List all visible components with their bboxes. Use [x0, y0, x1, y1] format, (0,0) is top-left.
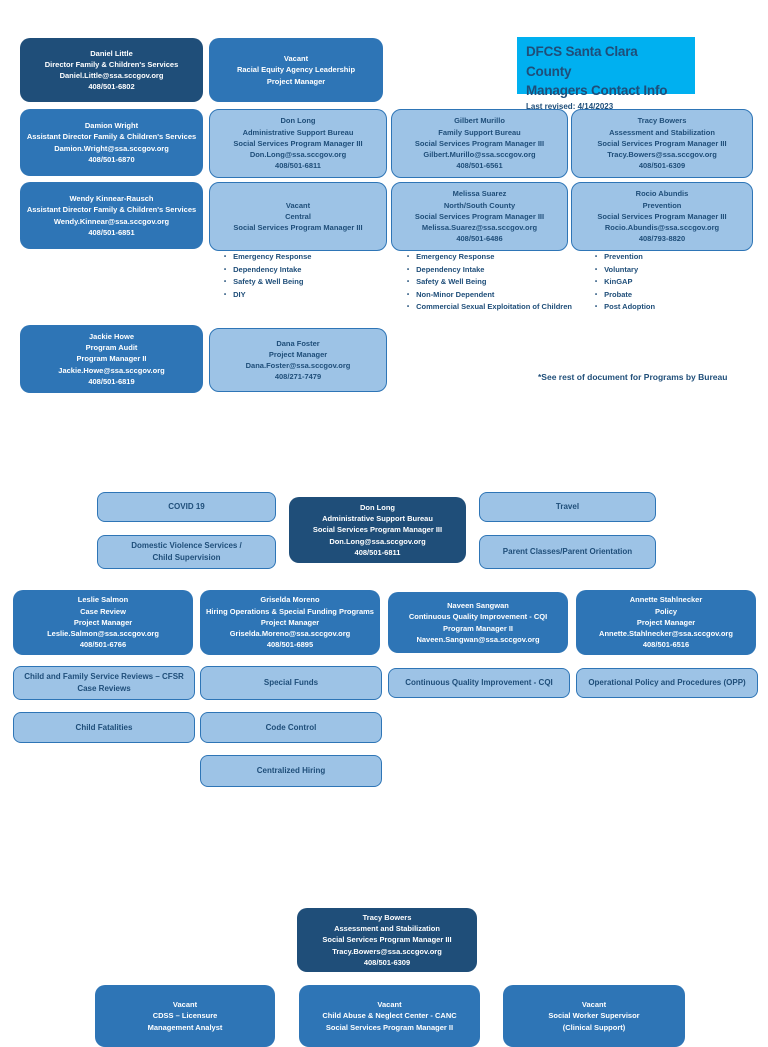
last-revised-date: Last revised: 4/14/2023: [526, 101, 614, 111]
label-box-child-fatalities: Child Fatalities: [13, 712, 195, 743]
document-title-line2: Managers Contact Info: [526, 83, 668, 99]
program-list-central: Emergency ResponseDependency IntakeSafet…: [224, 251, 311, 301]
label-box-special-funds: Special Funds: [200, 666, 382, 700]
label-box-domestic-violence: Domestic Violence Services /Child Superv…: [97, 535, 276, 569]
program-list-prevention: PreventionVoluntaryKinGAPProbatePost Ado…: [595, 251, 655, 314]
programs-by-bureau-footnote: *See rest of document for Programs by Bu…: [538, 372, 728, 382]
label-box-code-control: Code Control: [200, 712, 382, 743]
program-list-north-south: Emergency ResponseDependency IntakeSafet…: [407, 251, 572, 314]
document-page: DFCS Santa Clara County Managers Contact…: [0, 0, 768, 1024]
label-box-covid19: COVID 19: [97, 492, 276, 522]
label-box-cqi: Continuous Quality Improvement - CQI: [388, 668, 570, 698]
document-title-banner: DFCS Santa Clara County Managers Contact…: [517, 37, 695, 111]
label-box-parent-classes: Parent Classes/Parent Orientation: [479, 535, 656, 569]
label-box-centralized-hiring: Centralized Hiring: [200, 755, 382, 787]
document-title-line1: DFCS Santa Clara County: [526, 44, 638, 79]
label-box-opp: Operational Policy and Procedures (OPP): [576, 668, 758, 698]
label-box-travel: Travel: [479, 492, 656, 522]
